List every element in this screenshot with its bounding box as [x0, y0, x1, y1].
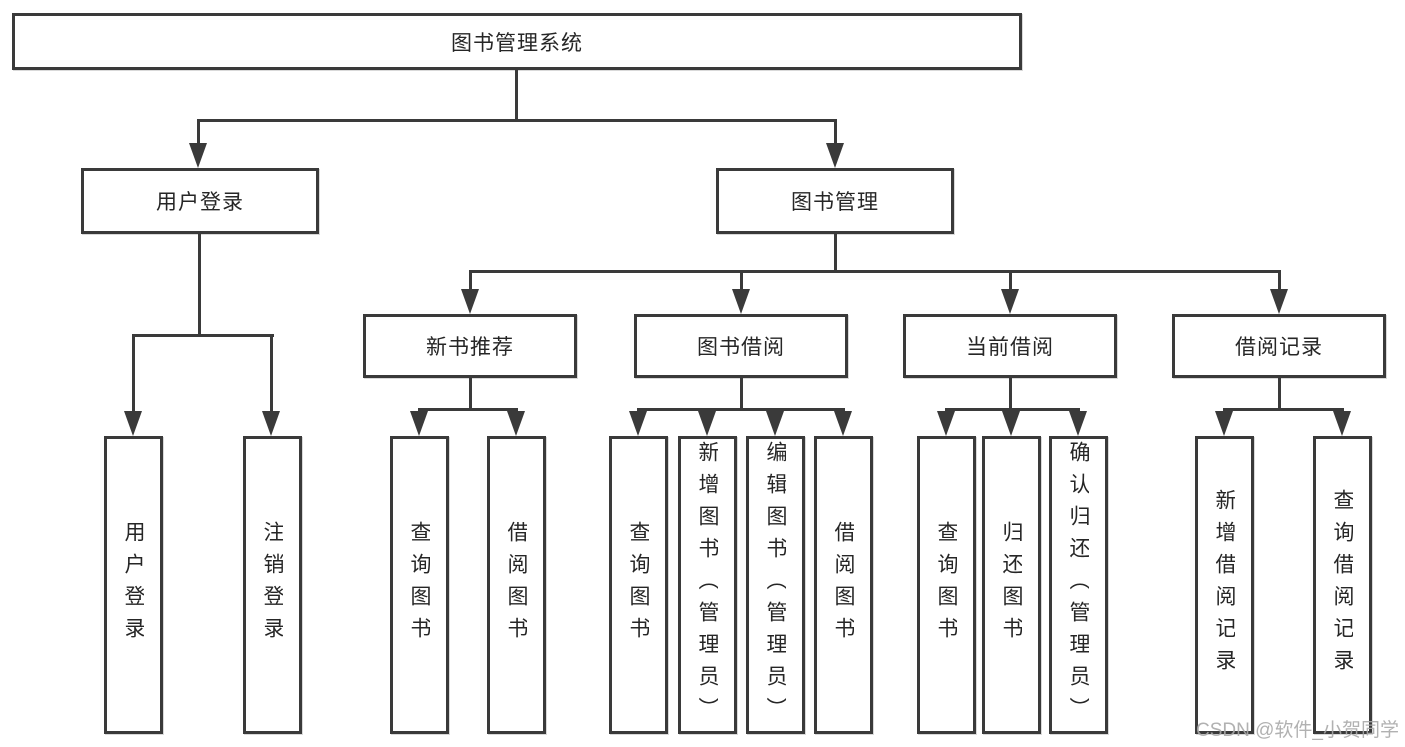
node-label: 注销登录	[262, 521, 283, 649]
connector-drop-leaf-user-login	[132, 334, 135, 414]
watermark-text: CSDN @软件_小贺同学	[1196, 720, 1399, 741]
arrow-current-borrowing	[1001, 289, 1019, 314]
node-label: 查询图书	[936, 521, 957, 649]
node-label: 借阅记录	[1235, 336, 1323, 359]
node-label: 新书推荐	[426, 336, 514, 359]
connector-drop-new-book	[469, 270, 472, 292]
arrow-user-login	[189, 143, 207, 168]
connector-new-book-split	[418, 408, 518, 411]
connector-root-stem	[515, 68, 518, 122]
arrow-borrowing-records	[1270, 289, 1288, 314]
node-label: 查询图书	[409, 521, 430, 649]
section-new-book-recommend: 新书推荐	[363, 314, 577, 378]
arrow-cb-return-books	[1002, 411, 1020, 436]
node-label: 图书借阅	[697, 336, 785, 359]
section-borrowing-records: 借阅记录	[1172, 314, 1386, 378]
section-current-borrowing: 当前借阅	[903, 314, 1117, 378]
leaf-cb-return-books: 归还图书	[982, 436, 1041, 734]
arrow-cb-query-books	[937, 411, 955, 436]
connector-book-borrowing-split	[637, 408, 845, 411]
arrow-book-management	[826, 143, 844, 168]
connector-current-borrowing-split	[945, 408, 1080, 411]
node-label: 确认归还（管理员）	[1068, 441, 1089, 729]
node-label: 借阅图书	[506, 521, 527, 649]
node-label: 用户登录	[123, 521, 144, 649]
section-book-borrowing: 图书借阅	[634, 314, 848, 378]
connector-drop-borrowing-records	[1278, 270, 1281, 292]
node-label: 归还图书	[1001, 521, 1022, 649]
connector-borrowing-records-stem	[1278, 378, 1281, 411]
arrow-leaf-user-login	[124, 411, 142, 436]
node-label: 编辑图书（管理员）	[765, 441, 786, 729]
leaf-nbr-query-books: 查询图书	[390, 436, 449, 734]
connector-current-borrowing-stem	[1009, 378, 1012, 411]
connector-drop-book-management	[834, 119, 837, 149]
leaf-bb-borrow-books: 借阅图书	[814, 436, 873, 734]
connector-user-login-stem	[198, 234, 201, 337]
connector-drop-current-borrowing	[1009, 270, 1012, 292]
arrow-nbr-query-books	[410, 411, 428, 436]
leaf-cb-confirm-return-admin: 确认归还（管理员）	[1049, 436, 1108, 734]
leaf-bb-add-books-admin: 新增图书（管理员）	[678, 436, 737, 734]
node-label: 用户登录	[156, 191, 244, 214]
branch-user-login: 用户登录	[81, 168, 319, 234]
connector-book-management-stem	[834, 234, 837, 273]
connector-drop-book-borrowing	[740, 270, 743, 292]
leaf-br-add-record: 新增借阅记录	[1195, 436, 1254, 734]
connector-user-login-split	[132, 334, 274, 337]
connector-new-book-stem	[469, 378, 472, 411]
leaf-cb-query-books: 查询图书	[917, 436, 976, 734]
leaf-user-login: 用户登录	[104, 436, 163, 734]
arrow-cb-confirm-return	[1069, 411, 1087, 436]
node-library-management-system: 图书管理系统	[12, 13, 1022, 70]
connector-book-borrowing-stem	[740, 378, 743, 411]
leaf-br-query-record: 查询借阅记录	[1313, 436, 1372, 734]
connector-drop-leaf-logout	[270, 334, 273, 414]
arrow-leaf-logout	[262, 411, 280, 436]
node-label: 查询借阅记录	[1332, 489, 1353, 681]
arrow-nbr-borrow-books	[507, 411, 525, 436]
arrow-bb-add-books	[698, 411, 716, 436]
connector-book-management-split	[469, 270, 1280, 273]
connector-drop-user-login	[197, 119, 200, 149]
node-label: 图书管理系统	[451, 31, 583, 55]
leaf-bb-edit-books-admin: 编辑图书（管理员）	[746, 436, 805, 734]
node-label: 新增借阅记录	[1214, 489, 1235, 681]
arrow-bb-borrow-books	[834, 411, 852, 436]
arrow-br-add-record	[1215, 411, 1233, 436]
connector-borrowing-records-split	[1223, 408, 1344, 411]
node-label: 查询图书	[628, 521, 649, 649]
leaf-nbr-borrow-books: 借阅图书	[487, 436, 546, 734]
arrow-br-query-record	[1333, 411, 1351, 436]
node-label: 当前借阅	[966, 336, 1054, 359]
arrow-book-borrowing	[732, 289, 750, 314]
leaf-bb-query-books: 查询图书	[609, 436, 668, 734]
arrow-bb-edit-books	[766, 411, 784, 436]
arrow-new-book-recommend	[461, 289, 479, 314]
leaf-logout: 注销登录	[243, 436, 302, 734]
node-label: 借阅图书	[833, 521, 854, 649]
arrow-bb-query-books	[629, 411, 647, 436]
node-label: 新增图书（管理员）	[697, 441, 718, 729]
connector-root-split	[197, 119, 837, 122]
node-label: 图书管理	[791, 191, 879, 214]
branch-book-management: 图书管理	[716, 168, 954, 234]
